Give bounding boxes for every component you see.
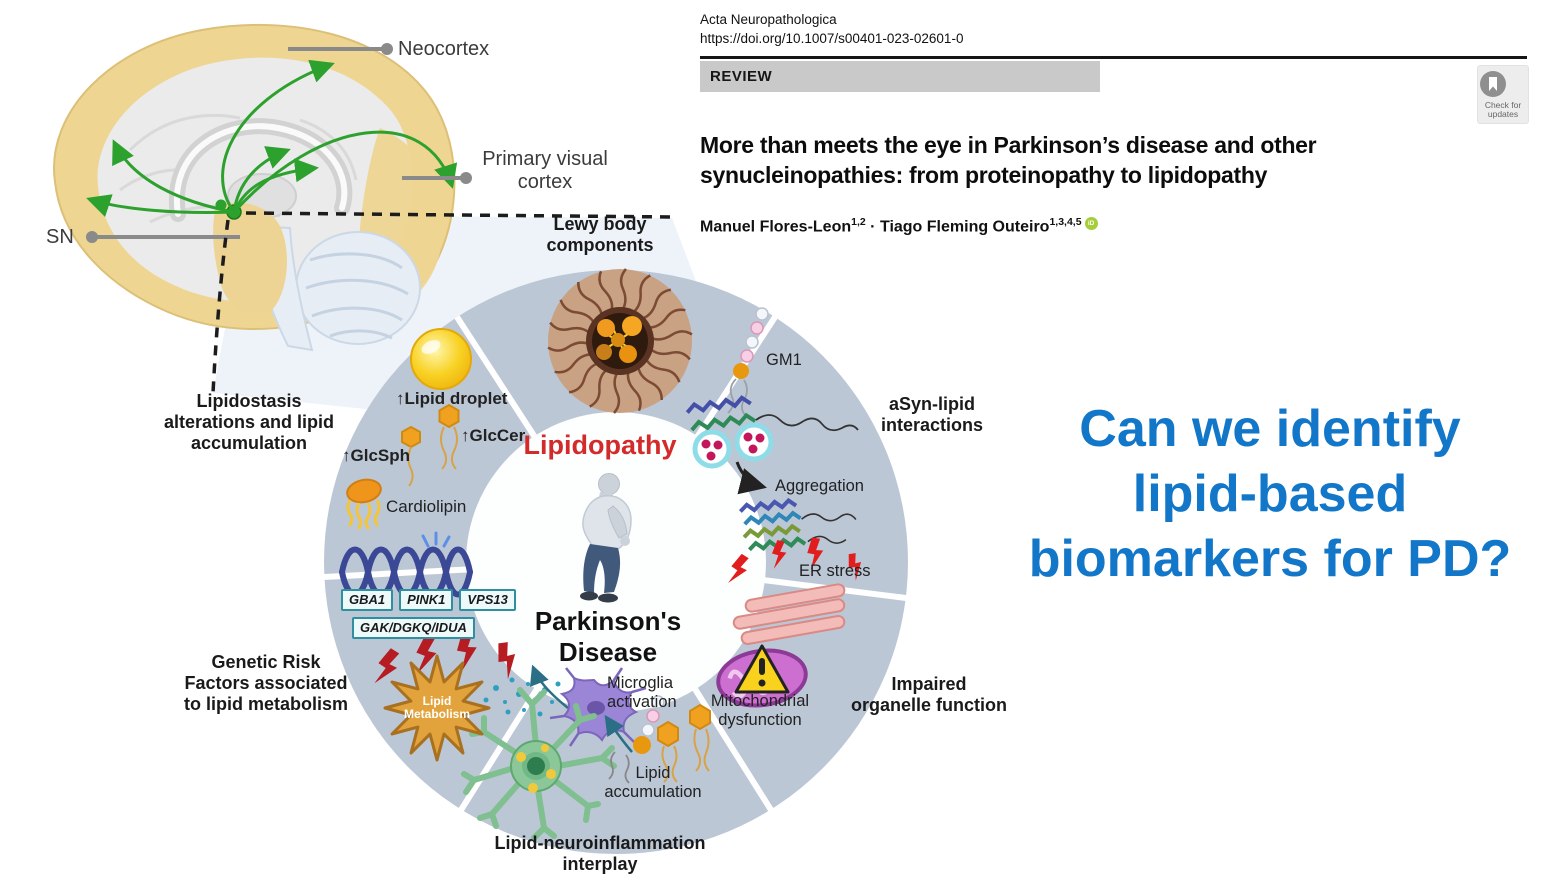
er-icon <box>732 583 846 645</box>
slide-question: Can we identify lipid-based biomarkers f… <box>1028 400 1512 588</box>
label-microglia-activation: Microglia activation <box>607 674 677 711</box>
warning-icon <box>734 644 790 694</box>
segment-label-lewy-body: Lewy body components <box>546 214 654 255</box>
journal-name: Acta Neuropathologica <box>700 12 837 27</box>
mitochondria-icon <box>716 644 808 708</box>
article-type-bar: REVIEW <box>700 61 1100 92</box>
segment-label-neuroinflammation: Lipid-neuroinflammation interplay <box>494 833 706 874</box>
brain-illustration <box>53 23 673 394</box>
author-1-affiliations: 1,2 <box>851 216 866 228</box>
header-rule <box>700 56 1527 59</box>
label-gm1: GM1 <box>766 351 802 369</box>
gene-chip-row-1: GBA1 PINK1 VPS13 <box>341 589 516 611</box>
lipid-vesicles-icon <box>692 422 774 469</box>
activation-arrow <box>604 714 633 753</box>
asyn-lipid-icons <box>685 307 859 552</box>
center-title: Parkinson's Disease <box>534 606 682 667</box>
author-2: Tiago Fleming Outeiro <box>879 218 1050 236</box>
asyn-helix-icon <box>685 395 757 432</box>
lipidopathy-tag: Lipidopathy <box>523 430 677 460</box>
label-aggregation: Aggregation <box>775 477 864 495</box>
label-neocortex: Neocortex <box>398 38 490 60</box>
segment-label-organelle: Impaired organelle function <box>850 674 1008 715</box>
gm1-glycolipid-icon <box>727 307 769 417</box>
lipid-metabolism-star <box>383 654 491 762</box>
paper-title: More than meets the eye in Parkinson’s d… <box>700 132 1317 188</box>
label-lipid-accumulation: Lipid accumulation <box>604 764 702 801</box>
glccer-icon <box>438 403 460 470</box>
doi-link[interactable]: https://doi.org/10.1007/s00401-023-02601… <box>700 31 964 46</box>
segment-label-lipidostasis: Lipidostasis alterations and lipid accum… <box>163 391 335 453</box>
check-updates-badge[interactable]: Check for updates <box>1477 65 1529 124</box>
author-2-affiliations: 1,3,4,5 <box>1049 216 1082 228</box>
orcid-icon[interactable]: iD <box>1084 217 1098 230</box>
gene-chip-row-2: GAK/DGKQ/IDUA <box>352 617 475 639</box>
lipidostasis-icons <box>346 328 472 530</box>
segment-label-genetic-risk: Genetic Risk Factors associated to lipid… <box>183 652 349 714</box>
author-1: Manuel Flores-Leon <box>700 218 852 236</box>
article-type-label: REVIEW <box>710 68 773 85</box>
label-er-stress: ER stress <box>799 562 871 580</box>
release-arrow <box>529 664 569 709</box>
label-lipid-droplet: ↑Lipid droplet <box>396 389 508 408</box>
lipid-droplet-icon <box>410 328 472 390</box>
lewy-body-icon <box>546 267 694 415</box>
label-leaders <box>86 43 472 243</box>
label-mitochondrial-dysfunction: Mitochondrial dysfunction <box>710 692 810 729</box>
gene-chip-gba1: GBA1 <box>341 589 394 611</box>
label-primary-visual-cortex: Primary visual cortex <box>482 148 608 193</box>
organelle-icons <box>716 536 867 708</box>
author-separator: · <box>865 218 880 236</box>
dashed-lines <box>211 211 673 394</box>
aggregation-arrow <box>735 461 767 495</box>
lipid-metabolism-star-label: Lipid Metabolism <box>403 694 471 721</box>
label-cardiolipin: Cardiolipin <box>386 497 467 516</box>
parkinsons-patient-icon <box>580 473 632 603</box>
gene-chip-pink1: PINK1 <box>399 589 454 611</box>
label-sn: SN <box>46 226 74 248</box>
cardiolipin-icon <box>346 478 382 530</box>
glcsph-icon <box>401 425 421 487</box>
astrocyte-icon <box>461 687 617 841</box>
label-glcsph: ↑GlcSph <box>342 446 411 465</box>
label-glccer: ↑GlcCer <box>461 426 526 445</box>
lipid-accumulation-icon <box>608 695 711 784</box>
neuroinflammation-icons <box>461 664 711 841</box>
bookmark-icon <box>1480 71 1506 97</box>
author-line: Manuel Flores-Leon1,2 · Tiago Fleming Ou… <box>700 216 1098 236</box>
projection-arrows <box>86 59 458 218</box>
gene-chip-vps13: VPS13 <box>459 589 516 611</box>
gene-chip-gak-dgkq-idua: GAK/DGKQ/IDUA <box>352 617 475 639</box>
check-updates-label: Check for updates <box>1484 100 1522 119</box>
segment-label-asyn-lipid: aSyn-lipid interactions <box>880 394 984 435</box>
